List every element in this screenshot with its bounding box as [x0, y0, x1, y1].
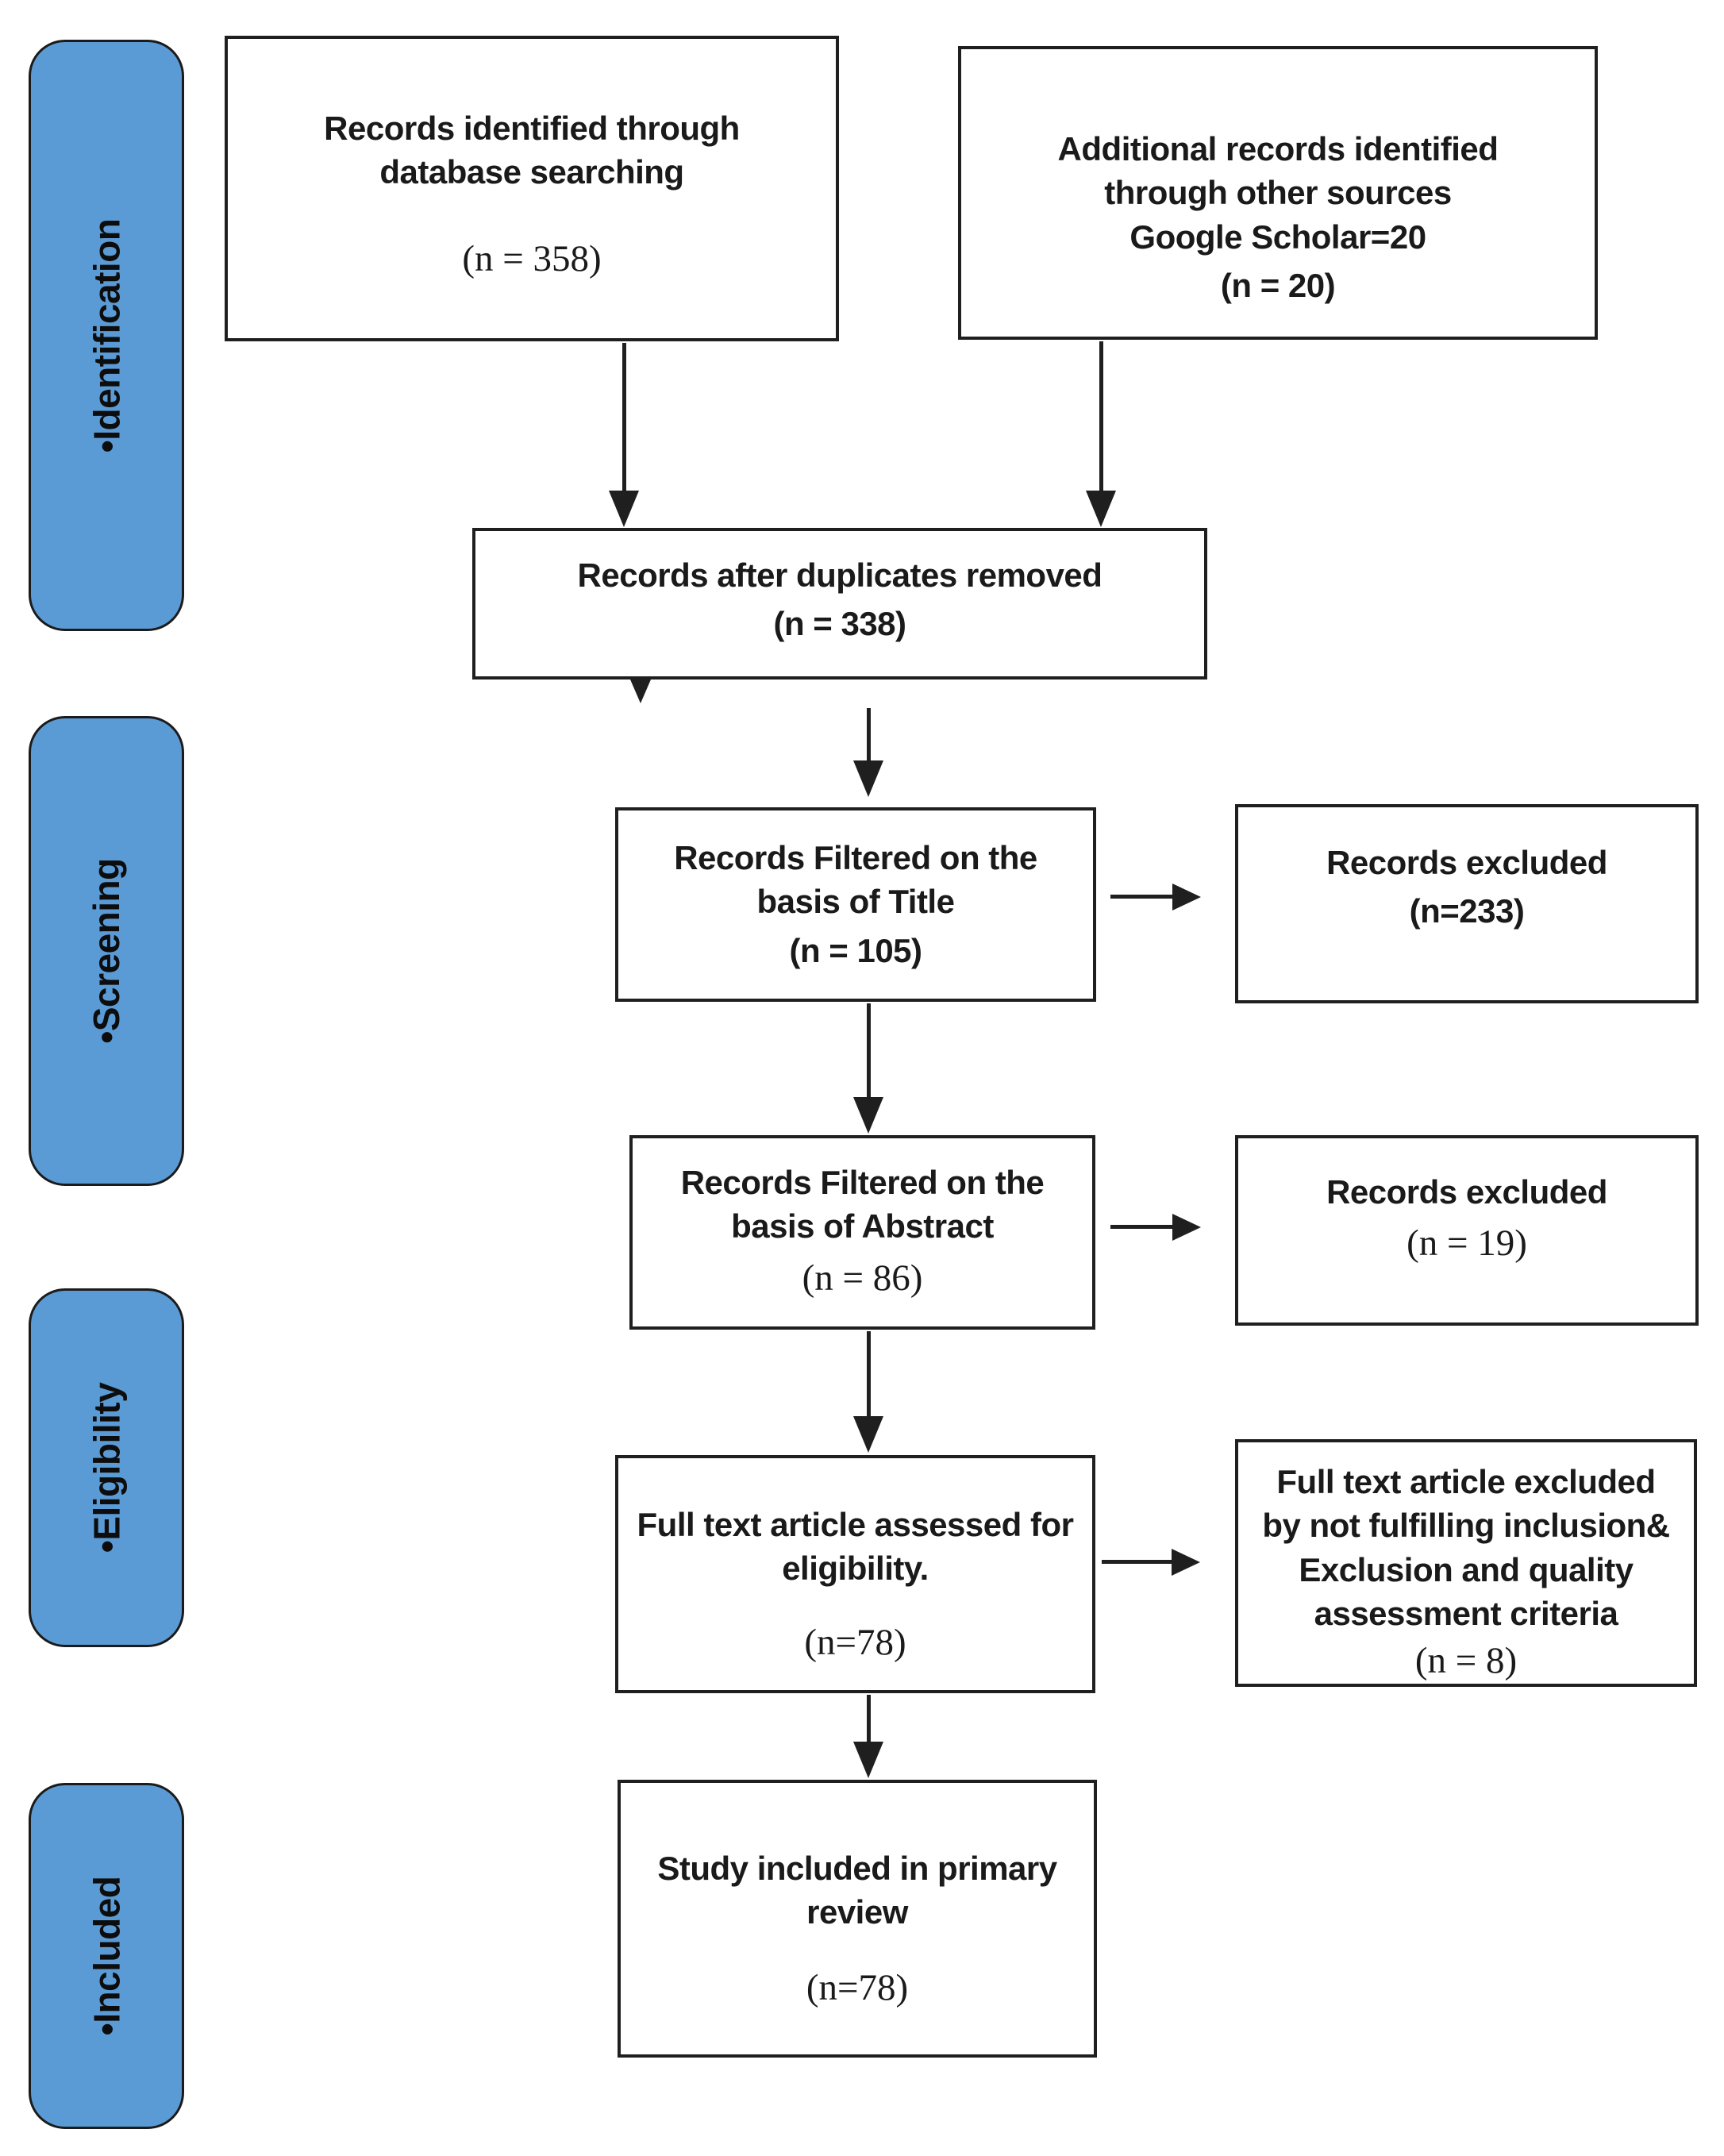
arrow-head-down-icon [853, 1097, 883, 1134]
box-text: Records identified through database sear… [324, 110, 740, 191]
box-additional-records-other-sources: Additional records identified through ot… [958, 46, 1598, 340]
box-text: Additional records identified through ot… [1057, 130, 1499, 256]
arrow-head-right-icon [1172, 1214, 1201, 1241]
box-count: (n = 19) [1407, 1222, 1527, 1265]
box-records-identified-database: Records identified through database sear… [225, 36, 839, 341]
box-text: Records excluded [1326, 1173, 1607, 1211]
arrow-shaft [622, 343, 626, 492]
box-text: Records after duplicates removed [577, 556, 1103, 594]
box-count: (n = 338) [773, 605, 906, 643]
stage-label-screening: •Screening [86, 858, 128, 1044]
arrow-shaft [867, 1331, 871, 1419]
box-records-excluded-abstract: Records excluded (n = 19) [1235, 1135, 1699, 1326]
stage-label-identification: •Identification [86, 218, 128, 452]
box-text: Records Filtered on the basis of Title [674, 839, 1037, 921]
box-count: (n = 8) [1414, 1639, 1518, 1681]
arrow-shaft [867, 708, 871, 764]
arrow-shaft [1110, 895, 1174, 899]
box-fulltext-excluded: Full text article excluded by not fulfil… [1235, 1439, 1697, 1687]
box-count: (n = 105) [789, 931, 922, 969]
arrow-head-down-icon [1086, 491, 1116, 527]
sidebar-stage-included: •Included [29, 1783, 184, 2129]
box-text: Records excluded [1326, 844, 1607, 881]
box-study-included-primary-review: Study included in primary review (n=78) [618, 1780, 1097, 2058]
arrow-head-right-icon [1172, 1549, 1200, 1576]
box-text: Study included in primary review [657, 1850, 1057, 1931]
box-count: (n = 358) [462, 237, 602, 279]
box-text: Full text article excluded by not fulfil… [1262, 1463, 1670, 1633]
box-count: (n = 86) [802, 1257, 923, 1299]
sidebar-stage-screening: •Screening [29, 716, 184, 1186]
box-count: (n = 20) [1220, 267, 1336, 305]
arrow-shaft [1099, 341, 1103, 492]
arrow-head-right-icon [1172, 884, 1201, 911]
box-text: Records Filtered on the basis of Abstrac… [680, 1164, 1045, 1245]
sidebar-stage-identification: •Identification [29, 40, 184, 631]
stage-label-included: •Included [86, 1876, 128, 2036]
box-records-filtered-title: Records Filtered on the basis of Title (… [615, 807, 1096, 1002]
stage-label-eligibility: •Eligibility [86, 1382, 128, 1553]
stray-arrow-head-icon [630, 680, 651, 703]
box-count: (n=78) [804, 1621, 906, 1663]
arrow-shaft [1110, 1225, 1174, 1229]
arrow-head-down-icon [853, 760, 883, 797]
box-records-filtered-abstract: Records Filtered on the basis of Abstrac… [629, 1135, 1095, 1330]
box-count: (n=78) [806, 1966, 909, 2008]
box-records-excluded-title: Records excluded (n=233) [1235, 804, 1699, 1003]
arrow-shaft [1102, 1560, 1173, 1564]
arrow-shaft [867, 1003, 871, 1100]
arrow-shaft [867, 1695, 871, 1744]
arrow-head-down-icon [609, 491, 639, 527]
sidebar-stage-eligibility: •Eligibility [29, 1288, 184, 1647]
box-count: (n=233) [1409, 892, 1525, 930]
box-records-after-duplicates-removed: Records after duplicates removed (n = 33… [472, 528, 1207, 680]
arrow-head-down-icon [853, 1742, 883, 1778]
box-text: Full text article assessed for eligibili… [637, 1506, 1074, 1588]
box-fulltext-assessed: Full text article assessed for eligibili… [615, 1455, 1095, 1693]
arrow-head-down-icon [853, 1416, 883, 1453]
